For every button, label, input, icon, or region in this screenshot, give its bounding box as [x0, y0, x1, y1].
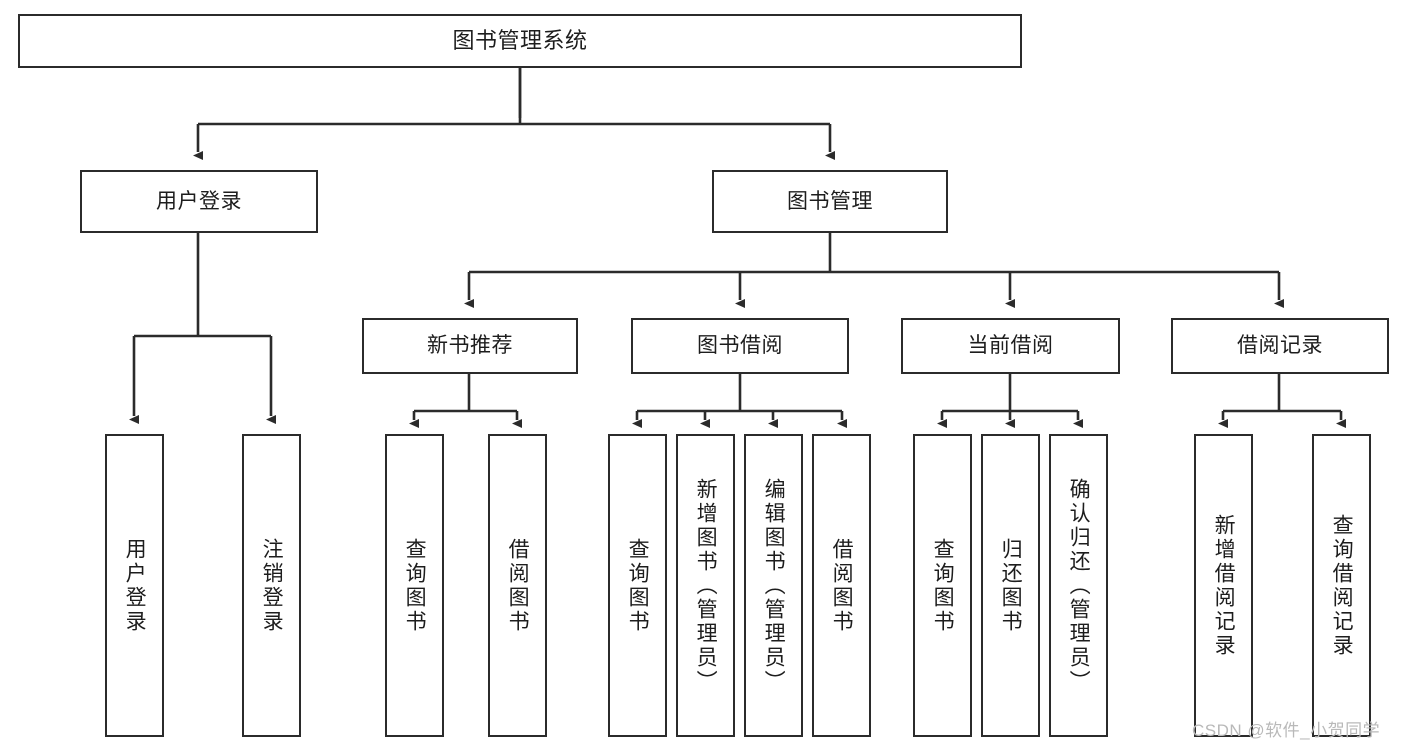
leaf-confirm-return-admin[interactable]: 确认归还（管理员） [1049, 434, 1108, 737]
node-label: 查询图书 [626, 537, 650, 634]
node-label: 注销登录 [260, 537, 284, 634]
leaf-query-books-borrow[interactable]: 查询图书 [608, 434, 667, 737]
node-label: 编辑图书（管理员） [762, 477, 786, 694]
node-label: 图书管理系统 [452, 27, 588, 53]
node-book-borrow[interactable]: 图书借阅 [631, 318, 849, 374]
node-label: 查询借阅记录 [1330, 513, 1354, 658]
node-label: 图书借阅 [697, 334, 783, 358]
leaf-edit-book-admin[interactable]: 编辑图书（管理员） [744, 434, 803, 737]
leaf-query-books-recommend[interactable]: 查询图书 [385, 434, 444, 737]
node-label: 新增借阅记录 [1212, 513, 1236, 658]
node-label: 借阅记录 [1237, 334, 1323, 358]
leaf-logout[interactable]: 注销登录 [242, 434, 301, 737]
node-label: 图书管理 [787, 189, 873, 213]
node-label: 查询图书 [403, 537, 427, 634]
leaf-add-book-admin[interactable]: 新增图书（管理员） [676, 434, 735, 737]
leaf-user-login[interactable]: 用户登录 [105, 434, 164, 737]
leaf-add-borrow-record[interactable]: 新增借阅记录 [1194, 434, 1253, 737]
leaf-query-books-current[interactable]: 查询图书 [913, 434, 972, 737]
node-new-book-recommend[interactable]: 新书推荐 [362, 318, 578, 374]
node-label: 确认归还（管理员） [1067, 477, 1091, 694]
node-label: 借阅图书 [830, 537, 854, 634]
node-label: 借阅图书 [506, 537, 530, 634]
node-label: 新书推荐 [427, 334, 513, 358]
leaf-borrow-books-recommend[interactable]: 借阅图书 [488, 434, 547, 737]
node-label: 当前借阅 [967, 334, 1054, 358]
node-borrow-records[interactable]: 借阅记录 [1171, 318, 1389, 374]
node-label: 新增图书（管理员） [694, 477, 718, 694]
leaf-query-borrow-record[interactable]: 查询借阅记录 [1312, 434, 1371, 737]
node-label: 归还图书 [999, 537, 1023, 634]
node-label: 用户登录 [123, 537, 147, 634]
leaf-borrow-books[interactable]: 借阅图书 [812, 434, 871, 737]
node-label: 查询图书 [931, 537, 955, 634]
node-book-management[interactable]: 图书管理 [712, 170, 948, 233]
node-label: 用户登录 [156, 189, 242, 213]
leaf-return-book[interactable]: 归还图书 [981, 434, 1040, 737]
node-root-system[interactable]: 图书管理系统 [18, 14, 1022, 68]
node-current-borrow[interactable]: 当前借阅 [901, 318, 1120, 374]
node-user-login[interactable]: 用户登录 [80, 170, 318, 233]
